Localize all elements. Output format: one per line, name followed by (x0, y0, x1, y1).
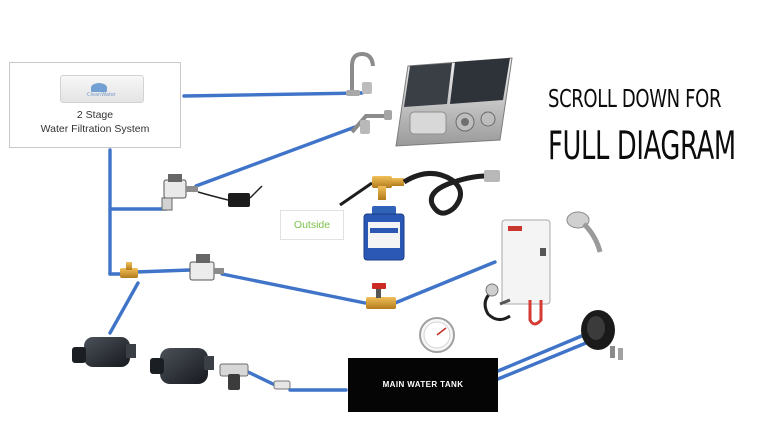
faucet-icon (346, 51, 375, 96)
pipe-tee-to-pump (108, 281, 140, 335)
callout-line1: SCROLL DOWN FOR (548, 84, 722, 113)
pipe-filter-to-faucet (182, 91, 364, 98)
filter-unit-icon: CleanWater (60, 75, 144, 103)
adapter-plug-icon (228, 185, 263, 207)
fitting-icon (273, 380, 291, 390)
strainer-icon (219, 363, 249, 390)
filtration-label-line2: Water Filtration System (40, 123, 150, 135)
water-jug-icon (363, 206, 405, 261)
hose-icon (402, 170, 500, 216)
pipe-network (108, 91, 588, 392)
pipe-solenoid-to-shower-faucet (194, 125, 357, 188)
pipe-tank-to-toilet-b (496, 341, 588, 381)
solenoid-valve-lower-icon (189, 254, 224, 281)
filter-logo-text: CleanWater (87, 92, 116, 98)
brass-fitting-icon (120, 262, 138, 278)
regulator-hose-icon (483, 283, 511, 321)
shower-faucet-icon (350, 110, 392, 134)
keys-icon (610, 346, 623, 360)
brass-tee-icon (339, 176, 404, 207)
ball-valve-icon (366, 283, 396, 309)
filtration-label-line1: 2 Stage (76, 109, 114, 121)
sink-stove-combo-icon (395, 57, 513, 147)
pipe-strainer-to-fitting (246, 370, 277, 387)
shower-head-icon (566, 211, 603, 253)
outside-label: Outside (280, 210, 344, 240)
callout-line2: FULL DIAGRAM (548, 124, 736, 169)
pipe-ball-valve-to-heater (393, 260, 497, 305)
pressure-gauge-icon (419, 317, 455, 353)
pipe-tee-to-valve (134, 268, 192, 274)
main-water-tank: MAIN WATER TANK (348, 358, 498, 412)
water-drop-logo-icon (91, 83, 107, 92)
pipe-valve-to-ball-valve (220, 272, 367, 305)
toilet-flush-icon (581, 310, 615, 350)
water-heater-icon (499, 219, 551, 326)
solenoid-valve-icon (161, 174, 198, 211)
pipe-tank-to-toilet-a (496, 333, 586, 373)
water-pump-icon (72, 337, 214, 384)
filtration-system-box: CleanWater 2 Stage Water Filtration Syst… (9, 62, 181, 148)
adapter-cord (197, 191, 229, 201)
